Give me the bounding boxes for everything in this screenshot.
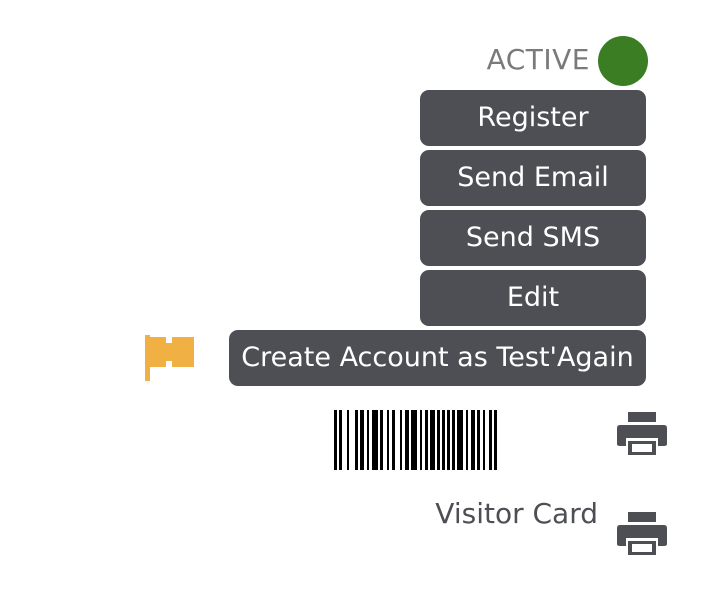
flag-icon[interactable] (142, 333, 196, 383)
status-dot (598, 36, 648, 86)
create-account-button[interactable]: Create Account as Test'Again (229, 330, 646, 386)
print-visitor-card-icon[interactable] (617, 510, 667, 556)
edit-button[interactable]: Edit (420, 270, 646, 326)
send-sms-button[interactable]: Send SMS (420, 210, 646, 266)
barcode-icon (333, 410, 599, 470)
send-email-button[interactable]: Send Email (420, 150, 646, 206)
register-button[interactable]: Register (420, 90, 646, 146)
print-barcode-icon[interactable] (617, 410, 667, 456)
visitor-card-label: Visitor Card (435, 497, 598, 530)
status-indicator: ACTIVE (470, 36, 648, 86)
status-label: ACTIVE (486, 43, 590, 76)
